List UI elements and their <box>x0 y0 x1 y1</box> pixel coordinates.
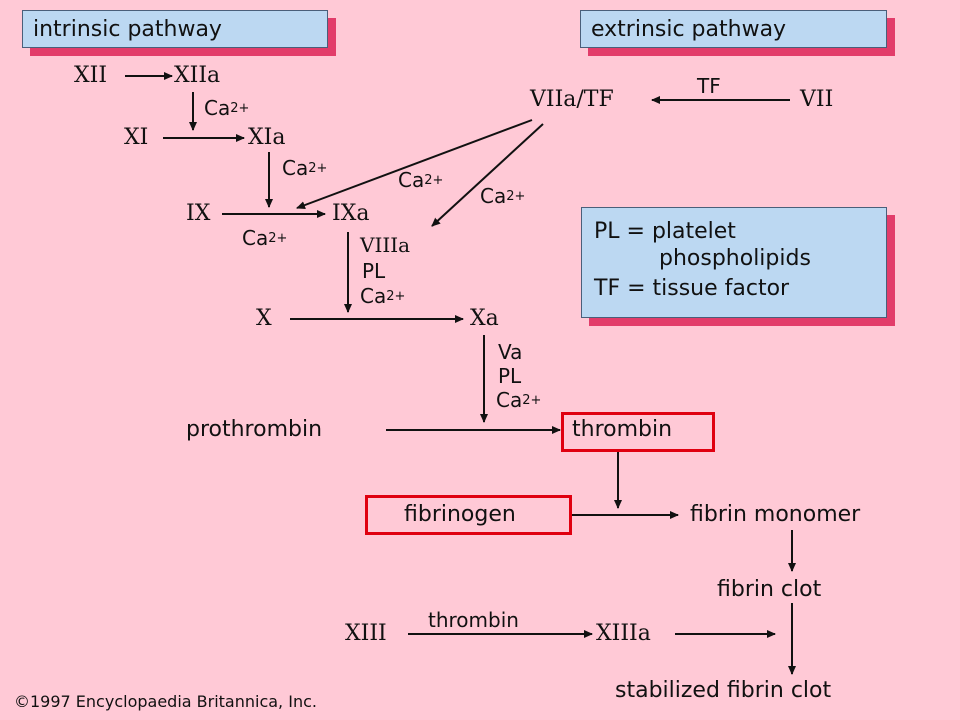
cofactor-ca-xa: Ca2+ <box>496 388 542 412</box>
cofactor-tf: TF <box>697 74 721 98</box>
node-thrombin: thrombin <box>572 417 673 442</box>
cofactor-ca-xia: Ca2+ <box>282 156 328 180</box>
extrinsic-pathway-title: extrinsic pathway <box>591 17 787 42</box>
node-vii: VII <box>800 87 834 112</box>
node-fibrin-clot: fibrin clot <box>717 577 822 602</box>
node-ix: IX <box>186 201 211 226</box>
cofactor-ca-extrinsic-2: Ca2+ <box>480 184 526 208</box>
node-xiia: XIIa <box>174 63 221 88</box>
node-xiii: XIII <box>345 621 387 646</box>
cofactor-va: Va <box>498 340 523 364</box>
node-xa: Xa <box>470 306 499 331</box>
cofactor-ca-ix: Ca2+ <box>242 226 288 250</box>
node-xiiia: XIIIa <box>596 621 651 646</box>
cofactor-viiia: VIIIa <box>360 233 411 257</box>
node-x: X <box>256 306 272 331</box>
node-xia: XIa <box>248 125 286 150</box>
legend-box: PL = platelet phospholipids TF = tissue … <box>581 207 887 318</box>
node-ixa: IXa <box>332 201 370 226</box>
cofactor-ca-extrinsic-1: Ca2+ <box>398 168 444 192</box>
cofactor-pl-ixa: PL <box>362 259 386 283</box>
fibrinogen-highlight <box>365 495 572 535</box>
cofactor-pl-xa: PL <box>498 364 522 388</box>
node-xii: XII <box>74 63 108 88</box>
intrinsic-pathway-box: intrinsic pathway <box>22 10 328 48</box>
intrinsic-pathway-title: intrinsic pathway <box>33 17 222 42</box>
node-prothrombin: prothrombin <box>186 417 323 442</box>
node-fibrin-monomer: fibrin monomer <box>690 502 861 527</box>
legend-tf-line: TF = tissue factor <box>594 276 790 301</box>
legend-pl-line2: phospholipids <box>659 246 811 271</box>
arrow-viia-ix <box>296 119 533 209</box>
cofactor-thrombin-xiii: thrombin <box>428 608 519 632</box>
node-viia-tf: VIIa/TF <box>530 87 614 112</box>
thrombin-highlight <box>561 412 715 452</box>
node-fibrinogen: fibrinogen <box>404 502 516 527</box>
cofactor-ca-xiia: Ca2+ <box>204 96 250 120</box>
cofactor-ca-ixa: Ca2+ <box>360 284 406 308</box>
arrow-viia-viiia <box>431 123 544 227</box>
node-stabilized-fibrin-clot: stabilized fibrin clot <box>615 678 832 703</box>
copyright: ©1997 Encyclopaedia Britannica, Inc. <box>14 692 317 711</box>
node-xi: XI <box>124 125 149 150</box>
legend-pl-line1: PL = platelet <box>594 219 736 244</box>
extrinsic-pathway-box: extrinsic pathway <box>580 10 887 48</box>
